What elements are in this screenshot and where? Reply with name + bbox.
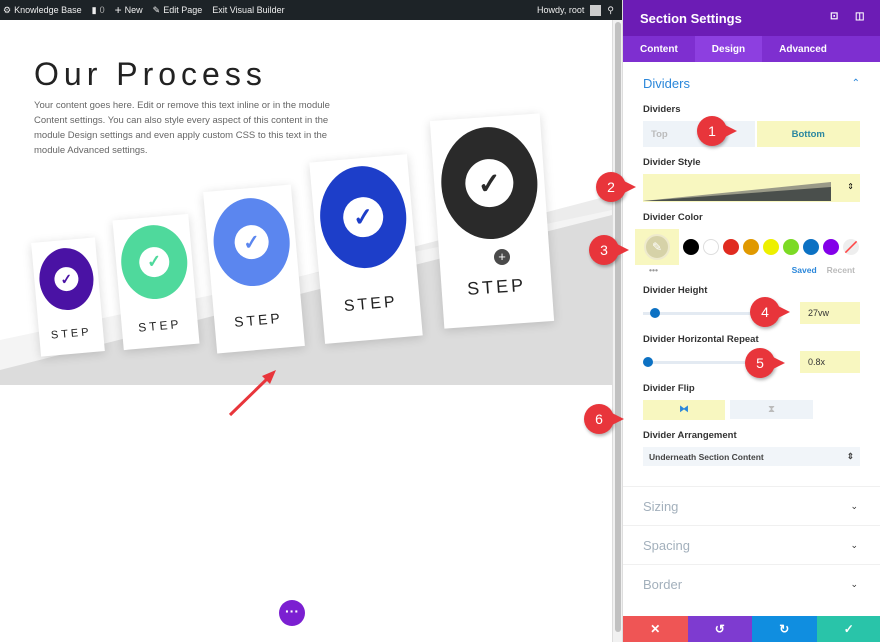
- divider-style-label: Divider Style: [643, 157, 701, 168]
- select-arrows-icon: ⇕: [847, 182, 854, 191]
- annotation-marker: 5: [745, 348, 785, 378]
- comment-icon: ▮: [91, 4, 97, 15]
- flip-horizontal-button[interactable]: ⧓: [643, 400, 725, 420]
- add-module-button[interactable]: +: [494, 249, 510, 265]
- discard-button[interactable]: ✕: [623, 616, 688, 642]
- panel-title: Section Settings: [640, 10, 742, 26]
- chevron-down-icon: ⌄: [850, 500, 858, 511]
- sizing-section[interactable]: Sizing⌄: [623, 486, 880, 525]
- swatch-green[interactable]: [783, 239, 799, 255]
- dividers-label: Dividers: [643, 104, 681, 115]
- bottom-divider-button[interactable]: Bottom: [756, 121, 860, 147]
- plus-icon: +: [114, 3, 122, 17]
- swatch-white[interactable]: [703, 239, 719, 255]
- swatch-orange[interactable]: [743, 239, 759, 255]
- divider-height-label: Divider Height: [643, 285, 708, 296]
- annotation-marker: 2: [596, 172, 636, 202]
- redo-button[interactable]: ↻: [752, 616, 817, 642]
- dividers-toggle[interactable]: Dividers⌃: [643, 75, 860, 91]
- chevron-down-icon: ⌄: [850, 578, 858, 589]
- chevron-up-icon: ⌃: [851, 77, 860, 89]
- flip-vertical-button[interactable]: ⧗: [730, 400, 813, 419]
- annotation-marker: 3: [589, 235, 629, 265]
- select-arrows-icon: ⇕: [846, 451, 854, 461]
- pencil-icon: ✎: [152, 4, 161, 15]
- tab-design[interactable]: Design: [694, 36, 763, 62]
- edit-page-link[interactable]: ✎Edit Page: [152, 4, 203, 16]
- annotation-marker: 6: [584, 404, 624, 434]
- divider-height-slider[interactable]: [643, 307, 783, 318]
- border-section[interactable]: Border⌄: [623, 564, 880, 603]
- swatch-black[interactable]: [683, 239, 699, 255]
- panel-header: Section Settings ⊡ ◫: [623, 0, 880, 36]
- divider-height-input[interactable]: 27vw: [800, 302, 860, 324]
- tab-advanced[interactable]: Advanced: [779, 43, 827, 55]
- swatch-red[interactable]: [723, 239, 739, 255]
- sidebar-toggle-icon[interactable]: ◫: [855, 11, 865, 22]
- spacing-section[interactable]: Spacing⌄: [623, 525, 880, 564]
- section-settings-panel: Section Settings ⊡ ◫ Content Design Advan…: [622, 0, 880, 642]
- eyedropper-icon: ✎: [644, 234, 670, 260]
- avatar: [590, 4, 602, 16]
- recent-colors-tab[interactable]: Recent: [826, 265, 855, 275]
- swatch-none[interactable]: [843, 239, 859, 255]
- annotation-arrow: [228, 370, 276, 417]
- color-picker-button[interactable]: ✎: [635, 229, 679, 265]
- new-link[interactable]: +New: [114, 3, 143, 17]
- site-link[interactable]: ⚙Knowledge Base: [3, 4, 82, 16]
- divider-repeat-label: Divider Horizontal Repeat: [643, 334, 759, 345]
- page-canvas: Our Process Your content goes here. Edit…: [0, 20, 612, 642]
- expand-icon[interactable]: ⊡: [830, 11, 839, 22]
- divider-repeat-input[interactable]: 0.8x: [800, 351, 860, 373]
- saved-colors-tab[interactable]: Saved: [791, 265, 817, 275]
- intro-text[interactable]: Your content goes here. Edit or remove t…: [34, 100, 330, 156]
- swatch-yellow[interactable]: [763, 239, 779, 255]
- divider-color-label: Divider Color: [643, 212, 703, 223]
- divider-style-select[interactable]: ⇕: [643, 174, 860, 202]
- divider-repeat-slider[interactable]: [643, 356, 783, 367]
- chevron-down-icon: ⌄: [850, 539, 858, 550]
- panel-tabs: Content Design Advanced: [623, 36, 880, 62]
- page-title[interactable]: Our Process: [34, 56, 267, 92]
- more-icon[interactable]: •••: [649, 265, 658, 275]
- comments-link[interactable]: ▮0: [91, 4, 105, 16]
- swatch-blue[interactable]: [803, 239, 819, 255]
- save-button[interactable]: ✓: [816, 616, 880, 642]
- divider-arrangement-label: Divider Arrangement: [643, 430, 737, 441]
- annotation-marker: 1: [697, 116, 737, 146]
- canvas-scrollbar[interactable]: [612, 20, 622, 642]
- admin-bar: ⚙Knowledge Base ▮0 +New ✎Edit Page Exit …: [0, 0, 622, 20]
- tab-content[interactable]: Content: [640, 43, 678, 55]
- divider-flip-label: Divider Flip: [643, 383, 695, 394]
- divider-arrangement-select[interactable]: Underneath Section Content⇕: [643, 447, 860, 466]
- search-icon[interactable]: ⚲: [607, 4, 614, 15]
- swatch-purple[interactable]: [823, 239, 839, 255]
- exit-visual-builder-link[interactable]: Exit Visual Builder: [212, 5, 285, 15]
- panel-footer: ✕ ↺ ↻ ✓: [623, 616, 880, 642]
- page-settings-button[interactable]: ···: [279, 600, 305, 626]
- annotation-marker: 4: [750, 297, 790, 327]
- undo-button[interactable]: ↺: [687, 616, 752, 642]
- dashboard-icon: ⚙: [3, 4, 12, 15]
- howdy-link[interactable]: Howdy, root: [537, 5, 585, 15]
